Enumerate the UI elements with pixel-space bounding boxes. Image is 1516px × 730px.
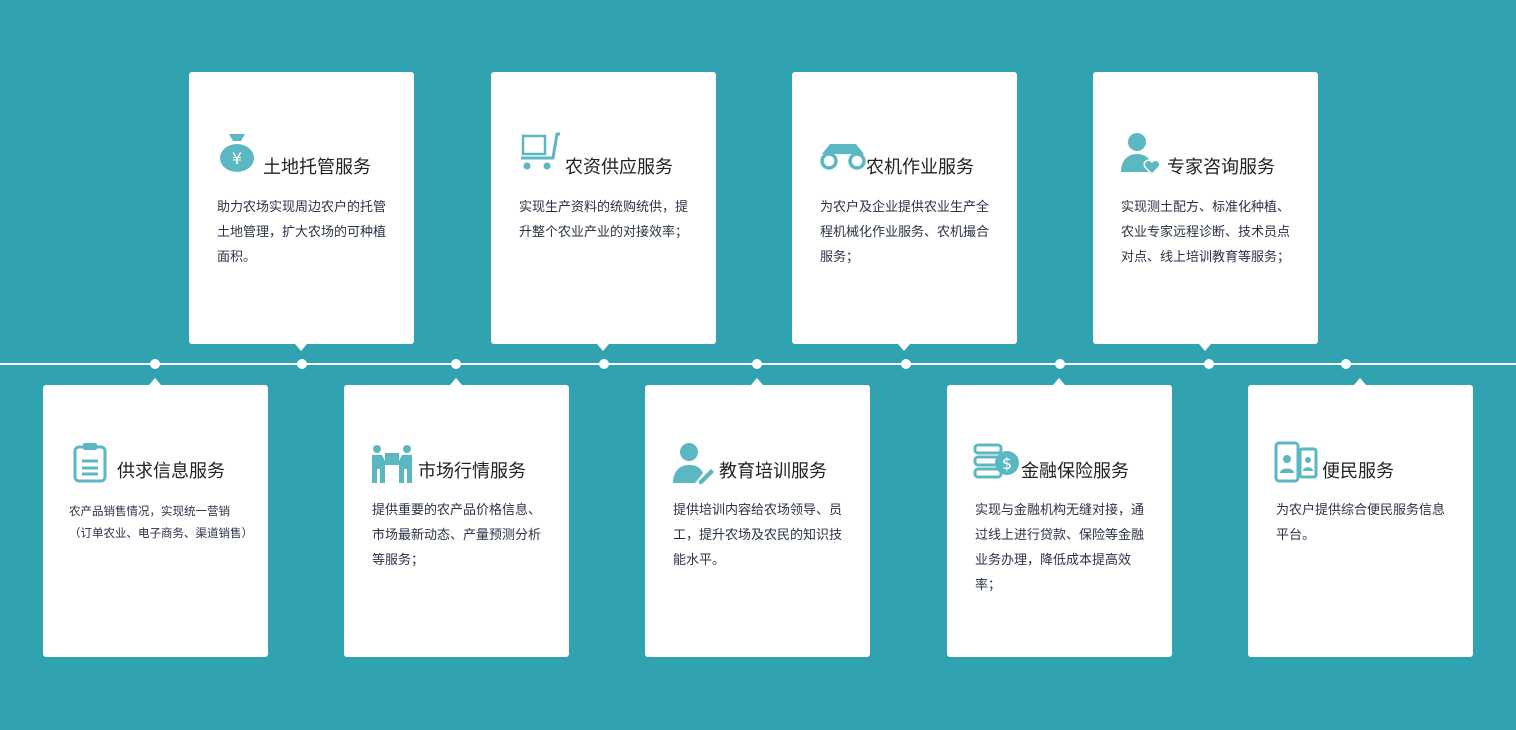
timeline-dot [451,359,461,369]
timeline-dot [1204,359,1214,369]
timeline-dot [150,359,160,369]
cart-icon [521,132,560,170]
timeline-dot [1055,359,1065,369]
timeline-dot [901,359,911,369]
card-title: 市场行情服务 [418,461,526,482]
timeline-dot [297,359,307,369]
card-description: 农产品销售情况，实现统一营销（订单农业、电子商务、渠道销售） [69,504,253,540]
card-title: 专家咨询服务 [1167,157,1275,178]
timeline-dot [752,359,762,369]
money-bag-icon: ¥ [220,134,254,172]
card-title: 便民服务 [1322,461,1394,482]
card-description: 助力农场实现周边农户的托管土地管理，扩大农场的可种植面积。 [217,200,387,265]
card-title: 农资供应服务 [565,157,673,178]
card-supplies: 农资供应服务 实现生产资料的统购统供，提升整个农业产业的对接效率； [491,72,716,351]
card-title: 农机作业服务 [866,157,974,178]
card-market: 市场行情服务 提供重要的农产品价格信息、市场最新动态、产量预测分析等服务； [344,378,569,657]
card-description: 为农户提供综合便民服务信息平台。 [1276,503,1446,543]
card-description: 为农户及企业提供农业生产全程机械化作业服务、农机撮合服务； [820,200,990,265]
card-expert: 专家咨询服务 实现测土配方、标准化种植、农业专家远程诊断、技术员点对点、线上培训… [1093,72,1318,351]
tractor-icon [820,144,866,170]
card-description: 实现与金融机构无缝对接，通过线上进行贷款、保险等金融业务办理，降低成本提高效率； [975,503,1145,593]
card-description: 提供重要的农产品价格信息、市场最新动态、产量预测分析等服务； [372,503,542,568]
card-title: 供求信息服务 [117,461,225,482]
card-title: 金融保险服务 [1021,461,1129,482]
clipboard-icon [73,443,107,483]
phone-service-icon [1274,441,1318,483]
card-supply-demand: 供求信息服务 农产品销售情况，实现统一营销（订单农业、电子商务、渠道销售） [43,378,268,657]
card-convenience: 便民服务 为农户提供综合便民服务信息平台。 [1248,378,1473,657]
education-icon [673,443,714,484]
card-land-trust: ¥ 土地托管服务 助力农场实现周边农户的托管土地管理，扩大农场的可种植面积。 [189,72,414,351]
svg-text:$: $ [1002,454,1012,473]
market-icon [372,445,412,483]
card-description: 实现测土配方、标准化种植、农业专家远程诊断、技术员点对点、线上培训教育等服务； [1121,200,1291,265]
finance-icon: $ [973,443,1019,479]
card-machinery: 农机作业服务 为农户及企业提供农业生产全程机械化作业服务、农机撮合服务； [792,72,1017,351]
expert-icon [1121,133,1161,174]
card-title: 教育培训服务 [719,461,827,482]
timeline-dot [599,359,609,369]
card-finance: $ 金融保险服务 实现与金融机构无缝对接，通过线上进行贷款、保险等金融业务办理，… [947,378,1172,657]
card-description: 提供培训内容给农场领导、员工，提升农场及农民的知识技能水平。 [673,503,843,568]
svg-text:¥: ¥ [232,149,242,168]
card-title: 土地托管服务 [263,157,371,178]
card-description: 实现生产资料的统购统供，提升整个农业产业的对接效率； [519,200,689,240]
card-education: 教育培训服务 提供培训内容给农场领导、员工，提升农场及农民的知识技能水平。 [645,378,870,657]
timeline-dot [1341,359,1351,369]
